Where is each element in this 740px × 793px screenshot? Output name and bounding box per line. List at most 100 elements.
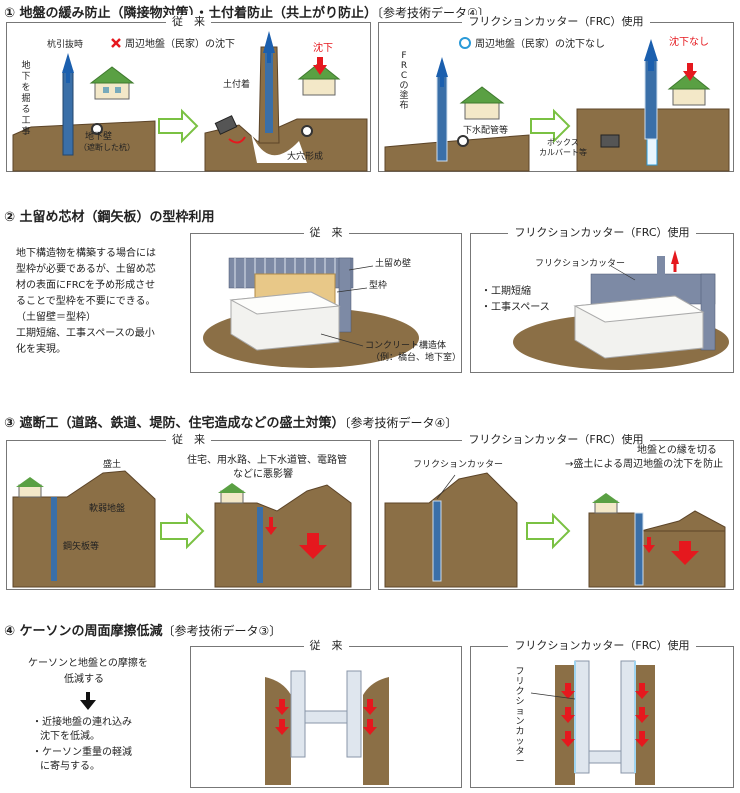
s1-hole-label: 大穴形成	[287, 152, 324, 162]
s4-cutter-char-7: ッ	[515, 737, 525, 747]
s3-conventional-panel: 従 来 盛土 軟弱地盤 鋼矢板等 住宅、用水路、上下水道管、電路管 などに悪影響	[6, 433, 371, 590]
section2-title: ② 土留め芯材（鋼矢板）の型枠利用	[4, 210, 215, 225]
s1-wall-label2: （遮断した杭）	[79, 143, 135, 152]
s4-cutter-char-3: シ	[515, 697, 525, 707]
s2-desc-line-4: （土留壁＝型枠）	[16, 312, 96, 323]
s1-frc-pull-arrow-2	[644, 39, 658, 71]
s4-cutter-label: フリクションカッター	[515, 667, 525, 767]
s1-work-char-0: 地	[21, 61, 31, 71]
s1-conv-header: 従 来	[7, 14, 370, 30]
s4-cutter-char-0: フ	[515, 667, 525, 677]
s4-cutter-char-4: ョ	[515, 707, 525, 717]
s4-cutter-char-8: タ	[515, 747, 525, 757]
s2-conventional-panel: 従 来 土留め壁 型枠 コンクリート構造体 （例：橋台、地下室）	[190, 226, 462, 373]
s1-frc-legend: 周辺地盤（民家）の沈下なし	[475, 39, 605, 50]
s2-pull-arrow	[671, 250, 679, 272]
s3-conv-illustration	[12, 470, 352, 588]
s1-work-char-5: 工	[21, 116, 31, 126]
s4-point1b: 沈下を低減。	[40, 731, 100, 742]
s4-cutter-char-5: ン	[515, 717, 525, 727]
s2-conv-header: 従 来	[191, 225, 461, 241]
s1-frc-house-icon-2	[667, 72, 711, 106]
s1-coat-char-4: 塗	[399, 91, 409, 101]
s3-soft-label: 軟弱地盤	[89, 504, 126, 514]
s4-desc1: ケーソンと地盤との摩擦を	[28, 658, 148, 669]
s4-point1: ・近接地盤の連れ込み	[32, 717, 132, 728]
s1-house-icon	[89, 66, 135, 100]
s3-frc-next-arrow	[526, 512, 571, 550]
s1-work-label: 地下を掘る工事	[21, 61, 31, 138]
s1-subsidence-arrow	[313, 57, 327, 75]
section1-title: ① 地盤の緩み防止（隣接物対策）・土付着防止（共上がり防止）〔参考技術データ④〕	[4, 6, 490, 21]
s4-cutter-char-6: カ	[515, 727, 525, 737]
s4-point2: ・ケーソン重量の軽減	[32, 747, 132, 758]
s2-cutter-label: フリクションカッター	[535, 259, 626, 269]
s4-conv-red-arrows	[275, 699, 377, 735]
s4-desc2: 低減する	[64, 674, 104, 685]
s1-wall-label: 地下壁	[85, 132, 113, 142]
s1-box-label2: カルバート等	[539, 148, 587, 157]
s2-form-label: 型枠	[369, 281, 388, 291]
s2-frc-illustration	[513, 250, 729, 370]
s3-small-arrow	[265, 517, 277, 535]
s2-frc-panel: フリクションカッター（FRC）使用 フリクションカッター ・工期短縮 ・工事スペ…	[470, 226, 734, 373]
s4-frc-illustration	[530, 660, 655, 785]
s3-cutter-label: フリクションカッター	[413, 460, 504, 470]
s1-coat-char-5: 布	[399, 101, 409, 111]
s4-frc-header: フリクションカッター（FRC）使用	[471, 638, 733, 654]
s1-coat-char-3: の	[399, 81, 409, 91]
s2-desc-line-3: ることで型枠を不要にできる。	[16, 296, 156, 307]
s1-work-char-1: 下	[21, 72, 31, 82]
s2-concrete-label2: （例：橋台、地下室）	[371, 353, 462, 363]
s3-frc-small-arrow	[643, 537, 655, 553]
s1-frc-header: フリクションカッター（FRC）使用	[379, 14, 733, 30]
s2-bullet2: ・工事スペース	[481, 302, 550, 313]
s3-effect2: などに悪影響	[233, 469, 293, 480]
section3-title: ③ 遮断工（道路、鉄道、堤防、住宅造成などの盛土対策）〔参考技術データ④〕	[4, 416, 458, 431]
s2-concrete-label: コンクリート構造体	[365, 341, 447, 351]
s1-coat-char-1: R	[400, 61, 408, 71]
s1-frc-house-icon	[459, 86, 505, 120]
s4-cutter-char-2: ク	[515, 687, 525, 697]
s2-description: 地下構造物を構築する場合には型枠が必要であるが、土留め芯材の表面にFRCを予め形…	[16, 246, 196, 358]
s4-conventional-panel: 従 来	[190, 639, 462, 788]
s1-coat-char-0: F	[401, 51, 407, 61]
s1-adhesion-label: 土付着	[223, 80, 251, 90]
s1-next-arrow	[158, 108, 199, 144]
s3-house-icon-2	[218, 483, 246, 504]
s3-note1: 地盤との縁を切る	[637, 445, 717, 456]
s1-pipe-label: 下水配管等	[463, 126, 509, 136]
s2-desc-line-2: 材の表面にFRCを予め形成させ	[16, 280, 156, 291]
s4-cutter-char-1: リ	[515, 677, 525, 687]
s2-frc-header: フリクションカッター（FRC）使用	[471, 225, 733, 241]
s4-down-arrow	[80, 692, 96, 710]
s1-frc-illustration	[384, 37, 730, 172]
s3-conv-header: 従 来	[7, 432, 370, 448]
s2-wall-label: 土留め壁	[375, 259, 412, 269]
s4-point2b: に寄与する。	[40, 761, 100, 772]
s1-subsidence-label: 沈下	[313, 43, 333, 54]
s3-big-arrow	[299, 533, 327, 559]
s1-circle-icon	[459, 37, 471, 49]
s2-desc-line-0: 地下構造物を構築する場合には	[16, 248, 156, 259]
s2-conv-illustration	[203, 257, 419, 368]
section4-title: ④ ケーソンの周面摩擦低減〔参考技術データ③〕	[4, 624, 282, 639]
s1-work-char-2: を	[21, 83, 31, 93]
s3-frc-house-icon	[592, 493, 620, 514]
s3-note2: →盛土による周辺地盤の沈下を防止	[565, 459, 724, 470]
s3-frc-illustration	[384, 472, 726, 588]
s2-desc-line-6: 化を実現。	[16, 344, 66, 355]
s2-desc-line-5: 工期短縮、工事スペースの最小	[16, 328, 155, 339]
s1-nosub-label: 沈下なし	[669, 37, 709, 48]
s4-conv-illustration	[265, 670, 389, 785]
s1-nosub-arrow	[683, 63, 697, 81]
s1-pull-label: 杭引抜時	[47, 40, 84, 50]
s3-embank-label: 盛土	[103, 460, 122, 470]
s1-work-char-3: 掘	[21, 94, 31, 104]
s3-effect1: 住宅、用水路、上下水道管、電路管	[187, 455, 347, 466]
s4-frc-panel: フリクションカッター（FRC）使用 フリクションカッター	[470, 639, 734, 788]
s3-sheet-label: 鋼矢板等	[63, 542, 100, 552]
s1-frc-next-arrow	[530, 108, 571, 144]
